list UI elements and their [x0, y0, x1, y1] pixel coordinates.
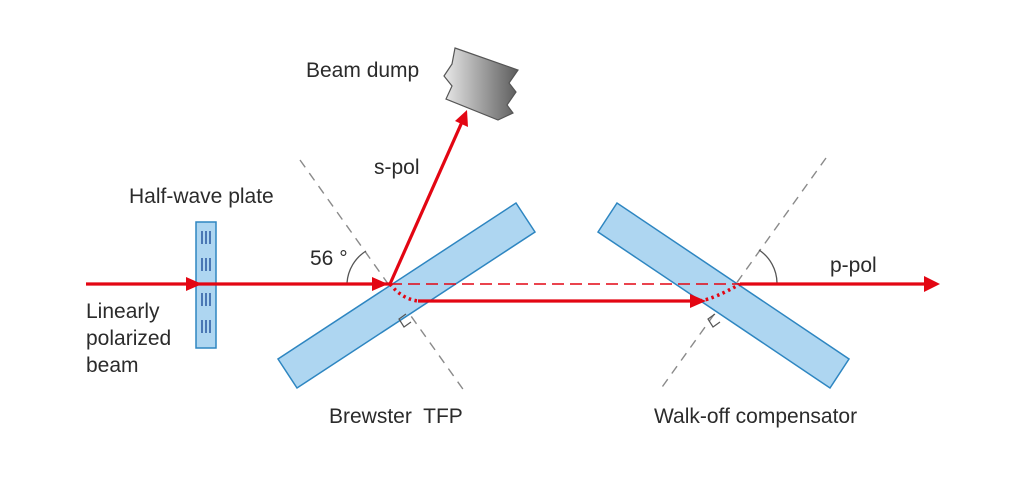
brewster-tfp [276, 201, 537, 390]
input-beam-label-line3: beam [86, 354, 139, 377]
s-pol-label: s-pol [374, 156, 420, 179]
walk-off-compensator-label: Walk-off compensator [654, 405, 857, 428]
right-angle-marks [398, 313, 721, 328]
arrowhead-s-pol [455, 110, 468, 127]
refracted-path-compensator [699, 282, 741, 303]
incidence-angle-arc [346, 250, 367, 284]
arrowhead-displaced [690, 294, 706, 308]
beam-dump-body [443, 47, 519, 121]
arrowhead-after-plate [372, 277, 388, 291]
input-beam-label-line1: Linearly [86, 300, 160, 323]
s-pol-reflected-beam [388, 121, 464, 285]
half-wave-plate-label: Half-wave plate [129, 185, 274, 208]
tfp-right-angle-mark [398, 313, 412, 328]
walk-off-compensator [596, 201, 851, 390]
laser-beams [86, 121, 924, 303]
input-beam-label-line2: polarized [86, 327, 171, 350]
beam-dump [443, 47, 519, 121]
wave-plate-axis-marks [201, 231, 211, 333]
arrowhead-output [924, 276, 940, 292]
beam-arrowheads [186, 110, 940, 308]
refracted-path-tfp [388, 282, 419, 303]
walk-off-compensator-plate [596, 201, 851, 390]
brewster-tfp-label: Brewster TFP [329, 405, 463, 428]
angle-markers [346, 249, 778, 284]
exit-angle-arc [758, 249, 778, 284]
guide-lines [299, 157, 827, 393]
angle-label: 56 ° [310, 247, 348, 270]
arrowhead-input [186, 277, 202, 291]
compensator-right-angle-mark [707, 313, 721, 328]
beam-dump-label: Beam dump [306, 59, 419, 82]
p-pol-label: p-pol [830, 254, 877, 277]
brewster-tfp-plate [276, 201, 537, 390]
